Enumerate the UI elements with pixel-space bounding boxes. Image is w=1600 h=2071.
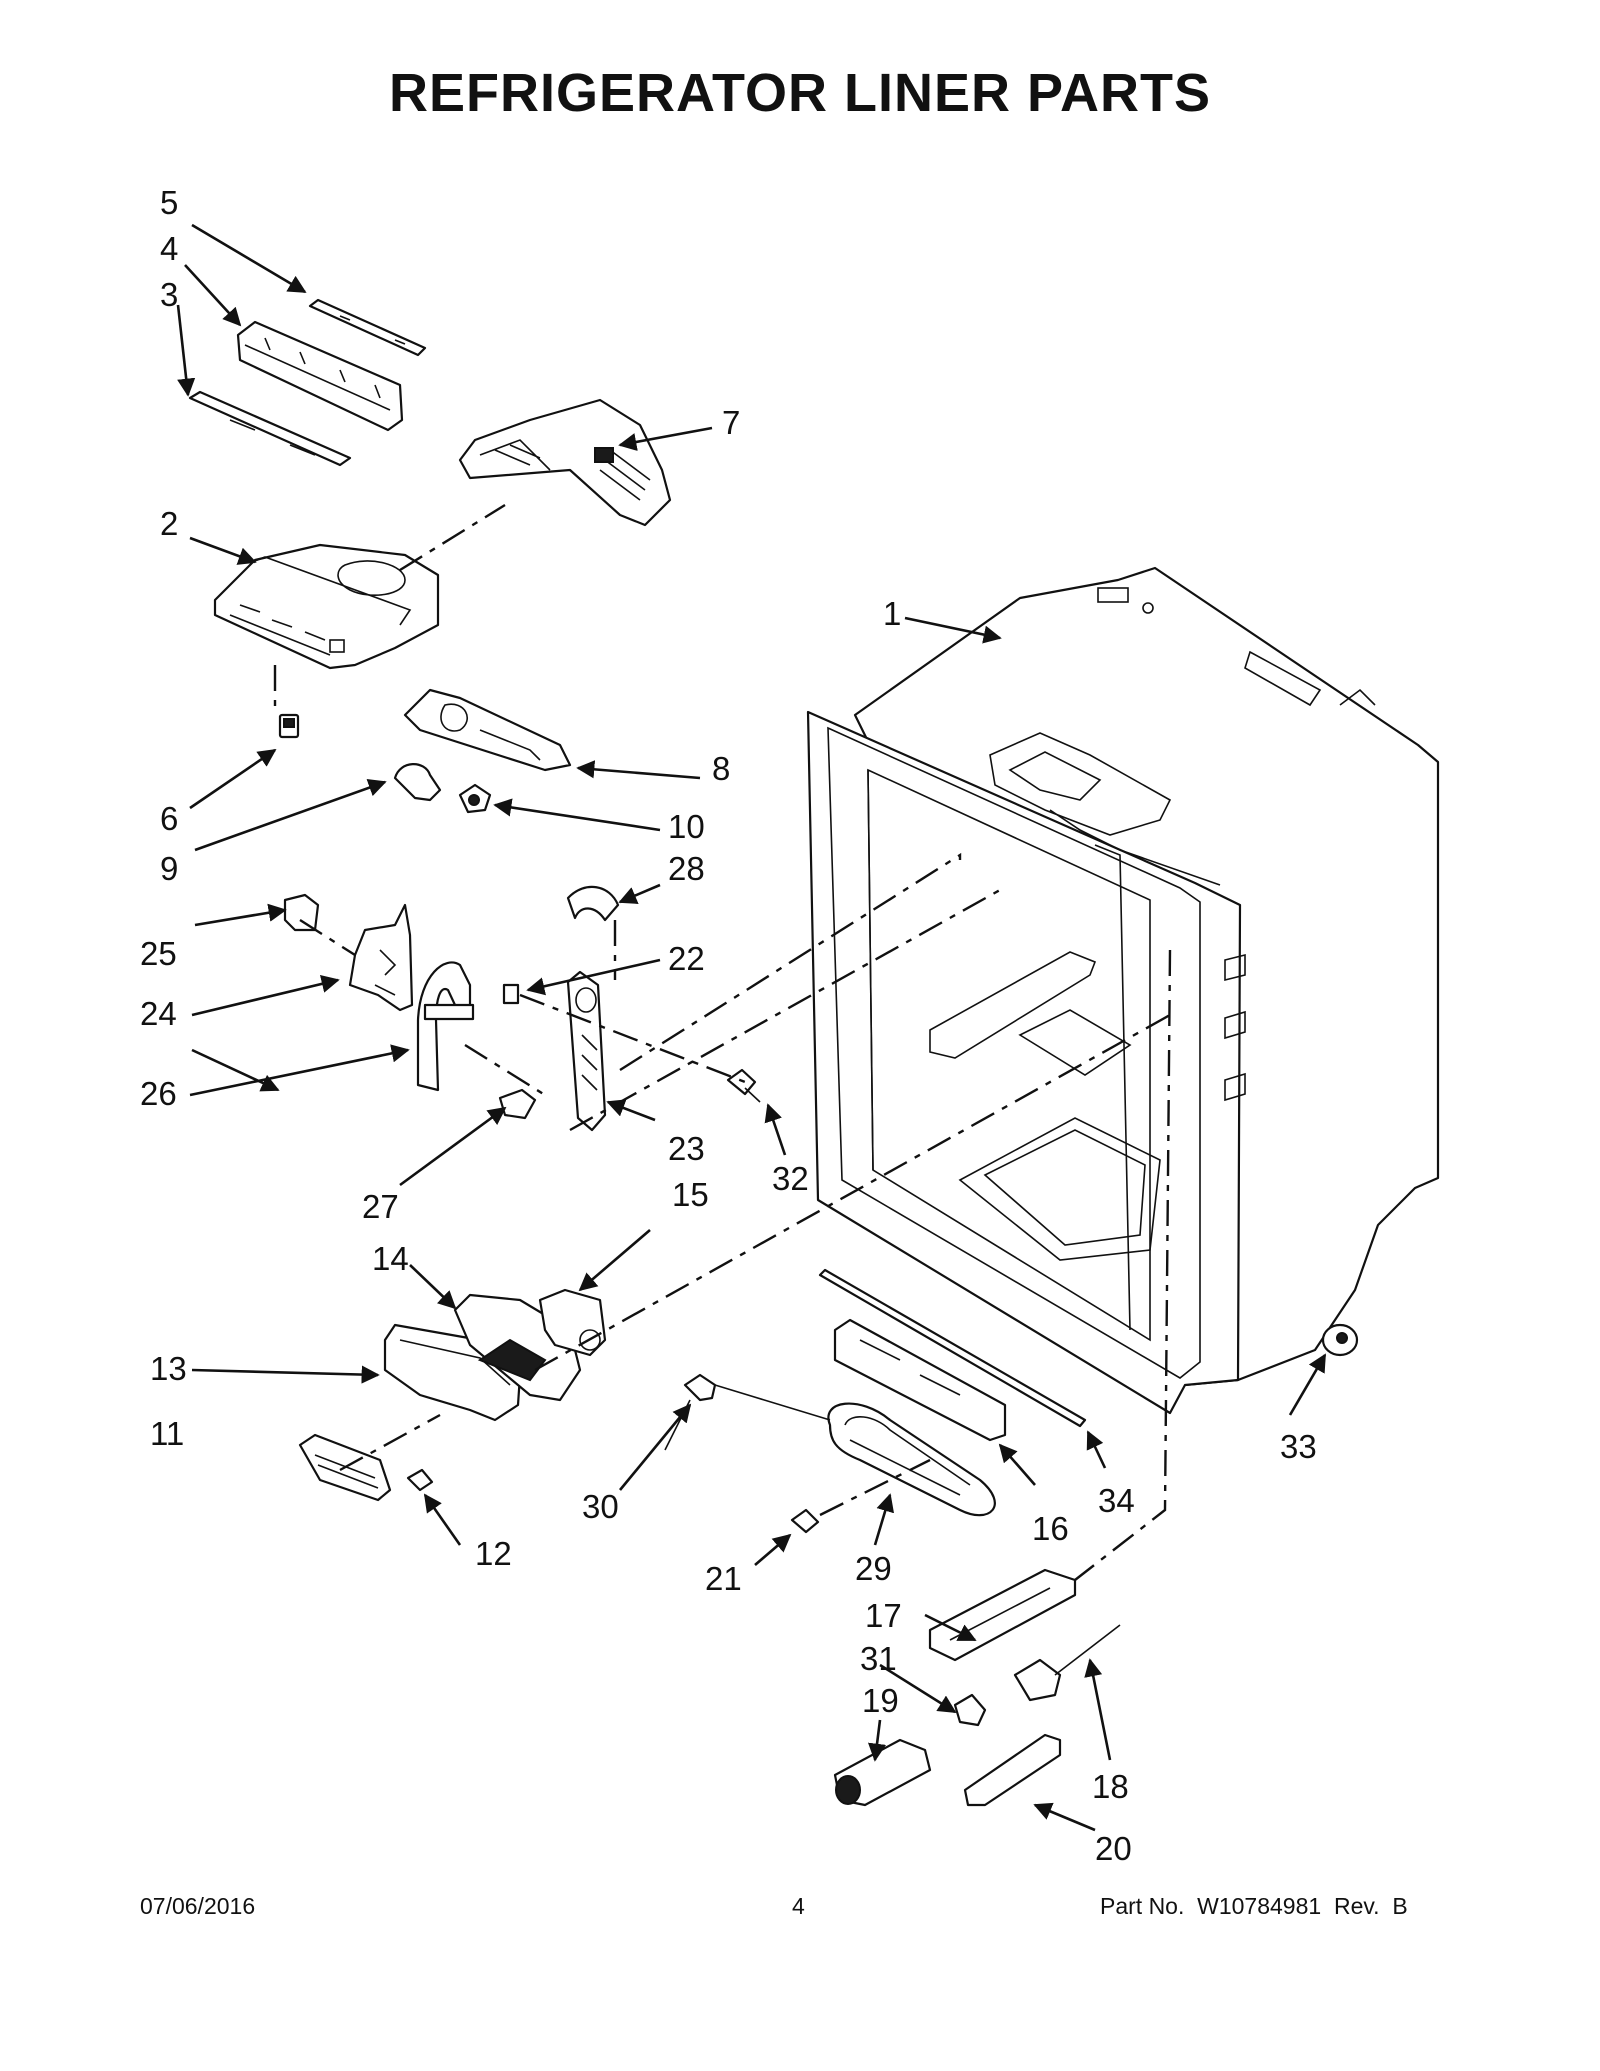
callout-22: 22 [668, 940, 705, 977]
callout-19: 19 [862, 1682, 899, 1719]
dispenser-cover [566, 970, 607, 1132]
dispenser-bracket [348, 903, 414, 1012]
control-housing [213, 543, 440, 670]
filter-housing [833, 1318, 1007, 1442]
callout-12: 12 [475, 1535, 512, 1572]
light-housing [403, 688, 572, 772]
light-socket [458, 783, 492, 814]
screw-12 [406, 1468, 434, 1492]
filter-cover [963, 1733, 1062, 1807]
callout-3: 3 [160, 276, 178, 313]
water-filter [833, 1738, 932, 1807]
filter-seal [953, 1693, 987, 1727]
callout-11: 11 [150, 1415, 184, 1452]
assembly-lines [273, 503, 1172, 1581]
control-plate [308, 298, 427, 357]
callout-8: 8 [712, 750, 730, 787]
tube-clip [498, 1088, 537, 1120]
callout-9: 9 [160, 850, 178, 887]
callout-1: 1 [883, 595, 901, 632]
bracket-clip [283, 893, 320, 932]
callout-15: 15 [672, 1176, 709, 1213]
light-bulb [393, 763, 442, 802]
air-diffuser [458, 398, 672, 527]
leveling-leg [1321, 1323, 1359, 1357]
screw-21 [790, 1508, 820, 1534]
callout-10: 10 [668, 808, 705, 845]
water-tube [416, 961, 475, 1092]
callout-21: 21 [705, 1560, 742, 1597]
callout-7: 7 [722, 404, 740, 441]
callout-26: 26 [140, 1075, 177, 1112]
footer-page-number: 4 [792, 1893, 805, 1919]
callout-29: 29 [855, 1550, 892, 1587]
callout-28: 28 [668, 850, 705, 887]
callout-31: 31 [860, 1640, 897, 1677]
callout-14: 14 [372, 1240, 409, 1277]
liner [806, 566, 1440, 1415]
page-title: REFRIGERATOR LINER PARTS [388, 63, 1212, 123]
callout-30: 30 [582, 1488, 619, 1525]
callout-18: 18 [1092, 1768, 1129, 1805]
callout-25: 25 [140, 935, 177, 972]
control-bracket [236, 320, 404, 432]
callout-2: 2 [160, 505, 178, 542]
water-line-fitting [664, 1373, 831, 1451]
footer-date: 07/06/2016 [140, 1893, 256, 1919]
screw-32 [726, 1068, 761, 1103]
callout-13: 13 [150, 1350, 187, 1387]
callout-16: 16 [1032, 1510, 1069, 1547]
callout-20: 20 [1095, 1830, 1132, 1867]
cover-clip [502, 983, 520, 1005]
callout-6: 6 [160, 800, 178, 837]
footer-part-number: Part No. W10784981 Rev. B [1100, 1893, 1408, 1919]
callout-23: 23 [668, 1130, 705, 1167]
dispenser-shield [566, 885, 620, 922]
callout-24: 24 [140, 995, 177, 1032]
callout-33: 33 [1280, 1428, 1317, 1465]
callout-5: 5 [160, 184, 178, 221]
callout-17: 17 [865, 1597, 902, 1634]
callout-labels: 1 2 3 4 5 6 7 8 9 10 11 12 13 14 15 16 1… [140, 184, 1317, 1867]
leader-lines [176, 223, 1327, 1832]
water-line-coil [827, 1402, 996, 1517]
callout-27: 27 [362, 1188, 399, 1225]
filter-head [1013, 1624, 1121, 1702]
filter-bracket [928, 1568, 1077, 1662]
callout-32: 32 [772, 1160, 809, 1197]
trim-strip [188, 390, 352, 467]
callout-4: 4 [160, 230, 178, 267]
gasket-strip [818, 1268, 1087, 1428]
door-switch [278, 713, 300, 739]
callout-34: 34 [1098, 1482, 1135, 1519]
